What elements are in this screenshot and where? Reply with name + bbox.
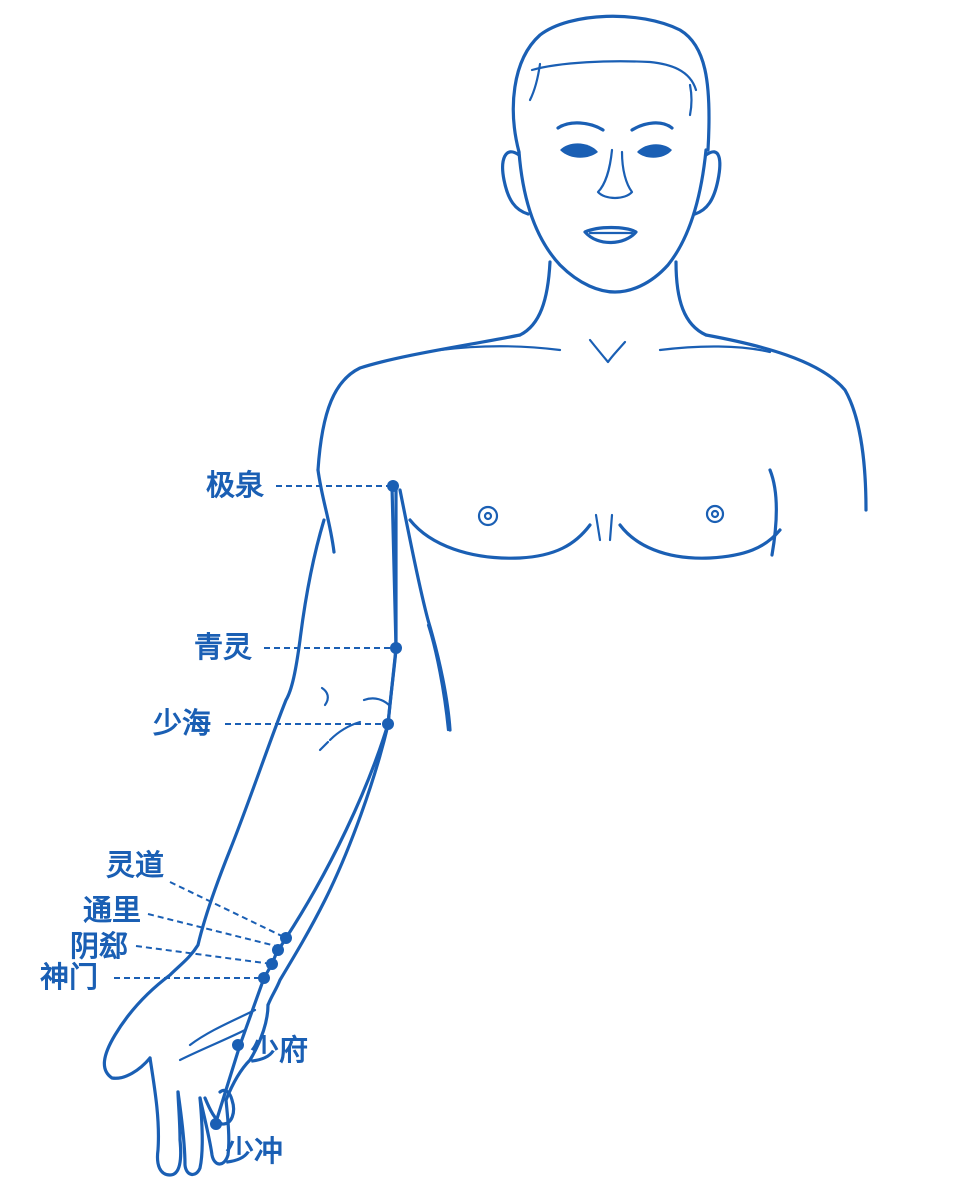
label-tongli: 通里 (83, 893, 142, 927)
acupoint-lingdao-dot (280, 932, 292, 944)
label-shaochong: 少冲 (225, 1134, 284, 1168)
label-jiquan: 极泉 (206, 468, 265, 502)
acupoint-jiquan-dot (387, 480, 399, 492)
acupoint-tongli-dot (272, 944, 284, 956)
head (501, 14, 722, 294)
acupoint-shenmen-dot (258, 972, 270, 984)
label-lingdao: 灵道 (106, 848, 165, 882)
torso (316, 260, 868, 560)
label-yinxi: 阴郄 (70, 929, 129, 963)
acupoint-shaohai-dot (382, 718, 394, 730)
arm (102, 468, 452, 1177)
acupoint-qingling-dot (390, 642, 402, 654)
acupoint-shaofu-dot (232, 1039, 244, 1051)
acupoint-dots (210, 480, 402, 1130)
acupoint-shaochong-dot (210, 1118, 222, 1130)
label-shaofu: 少府 (250, 1033, 309, 1067)
label-qingling: 青灵 (194, 630, 253, 664)
label-shenmen: 神门 (40, 960, 99, 994)
acupoint-yinxi-dot (266, 958, 278, 970)
leader-lines (114, 485, 396, 979)
label-shaohai: 少海 (153, 706, 212, 740)
